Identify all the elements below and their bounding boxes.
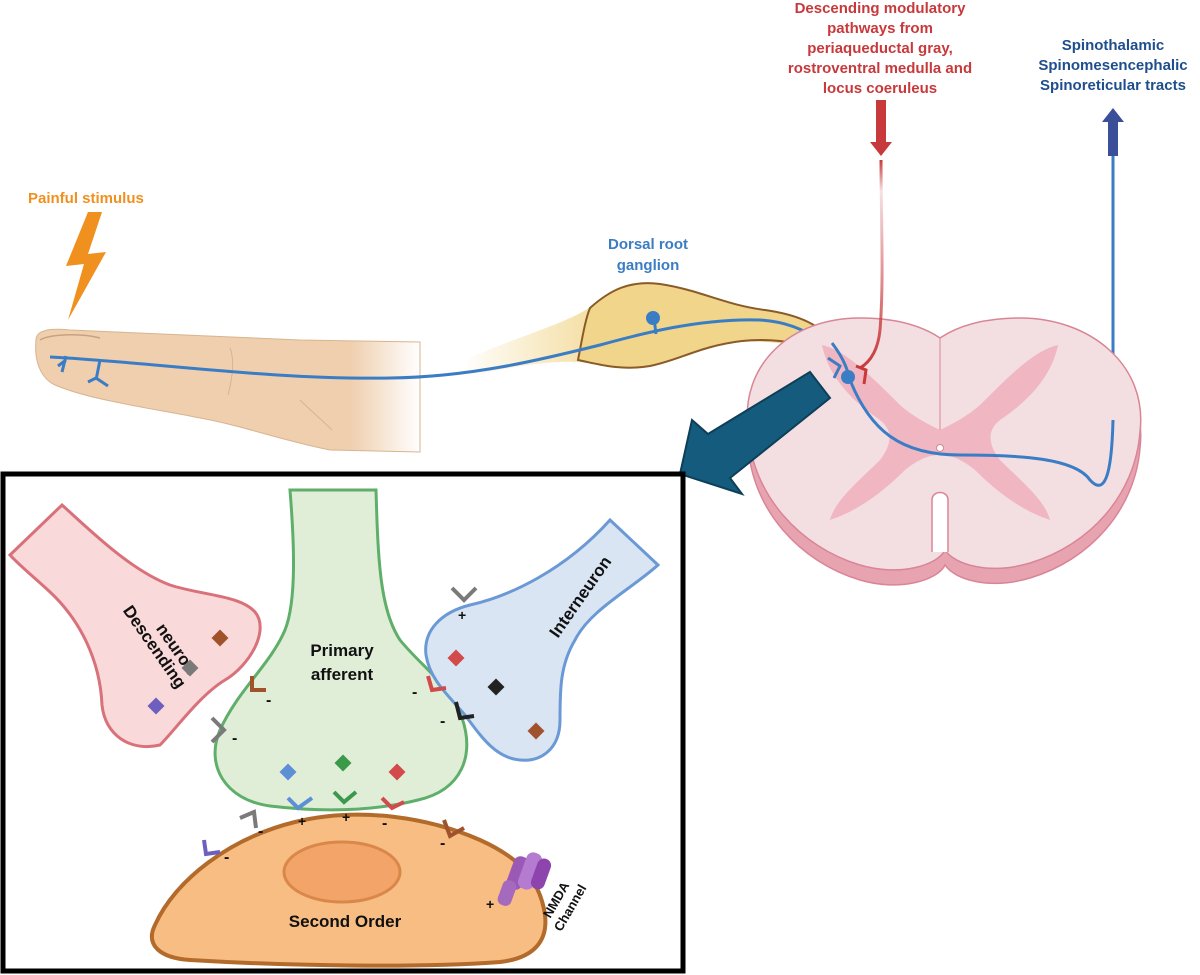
descending-pathways-line-5: locus coeruleus <box>823 80 937 97</box>
ascending-tracts-line-3: Spinoreticular tracts <box>1040 77 1186 94</box>
receptor-grey-interneuron <box>450 586 478 603</box>
dorsal-horn-synapse <box>841 370 855 384</box>
descending-arrow-icon <box>870 100 892 156</box>
spinal-cord <box>746 317 1142 586</box>
receptor-green-second <box>332 790 358 805</box>
primary-afferent-label-1: Primary <box>310 641 374 660</box>
primary-afferent-label-2: afferent <box>311 665 374 684</box>
receptor-purple-second <box>202 839 221 857</box>
vesicle-red-primary <box>388 763 406 781</box>
ascending-arrow-icon <box>1102 108 1124 156</box>
second-order-label: Second Order <box>289 912 402 931</box>
sign-second-plus-2: + <box>342 809 350 825</box>
sign-nmda-plus: + <box>486 896 494 912</box>
receptor-brown-primary <box>250 676 266 692</box>
sign-primary-minus-3: - <box>412 684 417 701</box>
vesicle-green-primary <box>334 754 352 772</box>
dorsal-root-ganglion-label-2: ganglion <box>617 257 680 274</box>
grey-matter <box>822 345 1058 520</box>
receptor-brown-second <box>442 819 465 839</box>
nerve-ending-1 <box>57 355 68 373</box>
vesicle-blue-primary <box>279 763 297 781</box>
dorsal-root-ganglion-label-1: Dorsal root <box>608 236 688 253</box>
receptor-grey-second <box>239 809 258 829</box>
sign-primary-minus-2: - <box>232 730 237 747</box>
vesicle-grey-descending <box>181 659 199 677</box>
receptor-red-second <box>380 796 405 811</box>
interneuron-cell <box>424 517 661 762</box>
anterior-median-fissure <box>931 491 949 552</box>
second-order-nucleus <box>282 840 402 904</box>
descending-pathways-line-4: rostroventral medulla and <box>788 60 972 77</box>
receptor-red-primary <box>426 675 447 693</box>
descending-pathways-line-1: Descending modulatory <box>795 0 967 17</box>
descending-fiber <box>859 159 884 370</box>
nerve-ending-2 <box>87 359 109 388</box>
receptor-grey-primary <box>210 716 227 744</box>
ascending-tracts-line-1: Spinothalamic <box>1062 37 1165 54</box>
vesicle-brown-descending <box>211 629 229 647</box>
primary-afferent-cell <box>213 488 469 812</box>
sign-second-minus-4: - <box>440 835 445 852</box>
sign-second-plus-1: + <box>298 813 306 829</box>
ascending-tracts-line-2: Spinomesencephalic <box>1038 57 1187 74</box>
receptor-black-primary <box>454 701 475 721</box>
zoom-arrow-icon <box>678 370 832 496</box>
sign-primary-minus-4: - <box>440 713 445 730</box>
vesicle-purple-descending <box>147 697 165 715</box>
sign-primary-minus-1: - <box>266 692 271 709</box>
nmda-channel-icon <box>497 852 552 906</box>
central-canal <box>936 444 944 452</box>
vesicle-brown-interneuron <box>527 722 545 740</box>
sign-second-minus-2: - <box>258 823 263 840</box>
finger <box>35 328 421 453</box>
descending-pathways-line-2: pathways from <box>827 20 933 37</box>
receptor-blue-second <box>286 796 314 811</box>
sign-interneuron-plus: + <box>458 607 466 623</box>
sign-second-minus-3: - <box>224 849 229 866</box>
ganglion-cell-body <box>646 311 660 325</box>
descending-neuron-cell <box>7 502 262 748</box>
vesicle-red-interneuron <box>447 649 465 667</box>
lightning-bolt-icon <box>66 212 106 320</box>
vesicle-black-interneuron <box>487 678 505 696</box>
descending-pathways-line-3: periaqueductal gray, <box>807 40 953 57</box>
painful-stimulus-label: Painful stimulus <box>28 190 144 207</box>
sign-second-minus-1: - <box>382 815 387 832</box>
